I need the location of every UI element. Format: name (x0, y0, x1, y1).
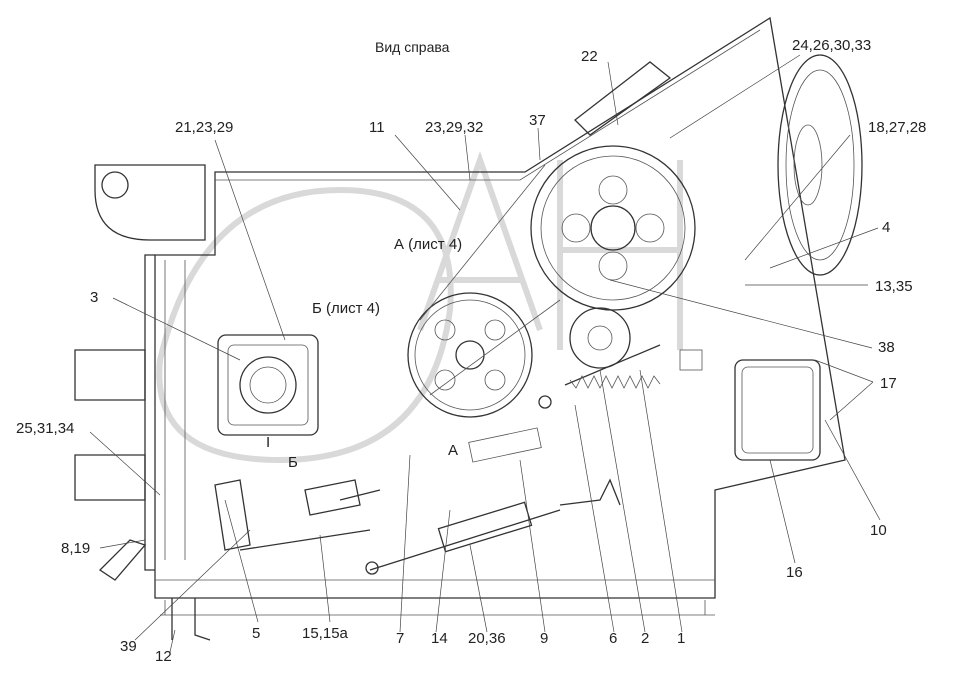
callout: 22 (581, 48, 598, 65)
machine-frame (74, 16, 846, 641)
callout: 13,35 (875, 278, 913, 295)
callout: 2 (641, 630, 649, 647)
view-a-label: А (лист 4) (394, 236, 462, 253)
callout: 14 (431, 630, 448, 647)
section-b-label: Б (288, 454, 298, 471)
callout: 15,15а (302, 625, 349, 642)
callout: 16 (786, 564, 803, 581)
leader-lines (89, 54, 881, 653)
cover-plate (574, 61, 672, 136)
wheel (777, 54, 863, 276)
view-title: Вид справа (375, 39, 450, 55)
callout: 23,29,32 (425, 119, 483, 136)
tensioner (538, 307, 661, 409)
middle-pulley (407, 292, 533, 418)
callout: 11 (369, 119, 385, 136)
callouts: 22 24,26,30,33 11 23,29,32 37 21,23,29 1… (16, 37, 926, 665)
callout: 39 (120, 638, 137, 655)
callout: 8,19 (61, 540, 90, 557)
callout: 38 (878, 339, 895, 356)
view-b-label: Б (лист 4) (312, 300, 380, 317)
inspection-hatch (734, 359, 821, 461)
section-a-label: А (448, 442, 458, 459)
callout: 3 (90, 289, 98, 306)
callout: 21,23,29 (175, 119, 233, 136)
callout: 20,36 (468, 630, 506, 647)
callout: 25,31,34 (16, 420, 74, 437)
callout: 12 (155, 648, 172, 665)
callout: 4 (882, 219, 890, 236)
callout: 17 (880, 375, 897, 392)
callout: 7 (396, 630, 404, 647)
callout: 10 (870, 522, 887, 539)
bearing-housing (217, 334, 319, 436)
callout: 6 (609, 630, 617, 647)
callout: 37 (529, 112, 546, 129)
section-mark: I (266, 434, 270, 451)
callout: 24,26,30,33 (792, 37, 871, 54)
lower-linkage (214, 478, 621, 575)
callout: 9 (540, 630, 548, 647)
drive-belt (419, 164, 561, 396)
callout: 5 (252, 625, 260, 642)
label-plate (679, 349, 703, 371)
large-pulley (530, 145, 696, 311)
callout: 18,27,28 (868, 119, 926, 136)
callout: 1 (677, 630, 685, 647)
